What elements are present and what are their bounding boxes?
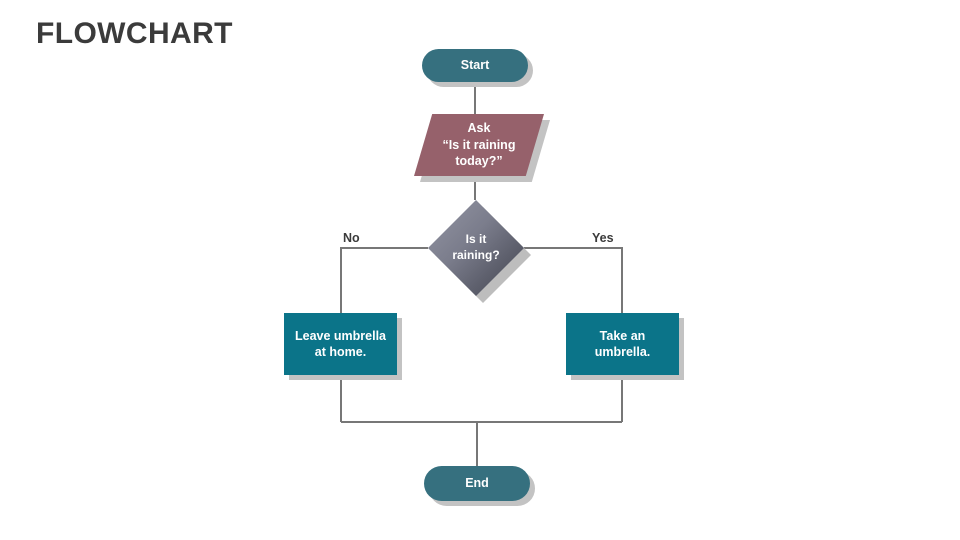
node-ask[interactable]: Ask “Is it raining today?” — [414, 114, 550, 182]
node-no-action-body: Leave umbrella at home. — [284, 313, 397, 375]
node-yes-action-body: Take an umbrella. — [566, 313, 679, 375]
node-end-body: End — [424, 466, 530, 501]
node-no-action[interactable]: Leave umbrella at home. — [284, 313, 402, 380]
connector-decision-to-yes — [524, 247, 623, 313]
branch-label-no: No — [343, 231, 360, 245]
node-decision[interactable]: Is it raining? — [428, 200, 531, 303]
node-ask-body — [414, 114, 544, 176]
node-yes-action[interactable]: Take an umbrella. — [566, 313, 684, 380]
branch-label-yes: Yes — [592, 231, 614, 245]
node-yes-action-label: Take an umbrella. — [594, 328, 651, 360]
node-end[interactable]: End — [424, 466, 535, 506]
node-start-label: Start — [460, 58, 490, 73]
node-end-label: End — [465, 476, 489, 491]
node-no-action-label: Leave umbrella at home. — [294, 328, 386, 360]
node-start[interactable]: Start — [422, 49, 533, 87]
node-start-body: Start — [422, 49, 528, 82]
connector-decision-to-no — [340, 247, 428, 313]
page-title: FLOWCHART — [36, 17, 233, 50]
node-decision-body — [428, 200, 524, 296]
